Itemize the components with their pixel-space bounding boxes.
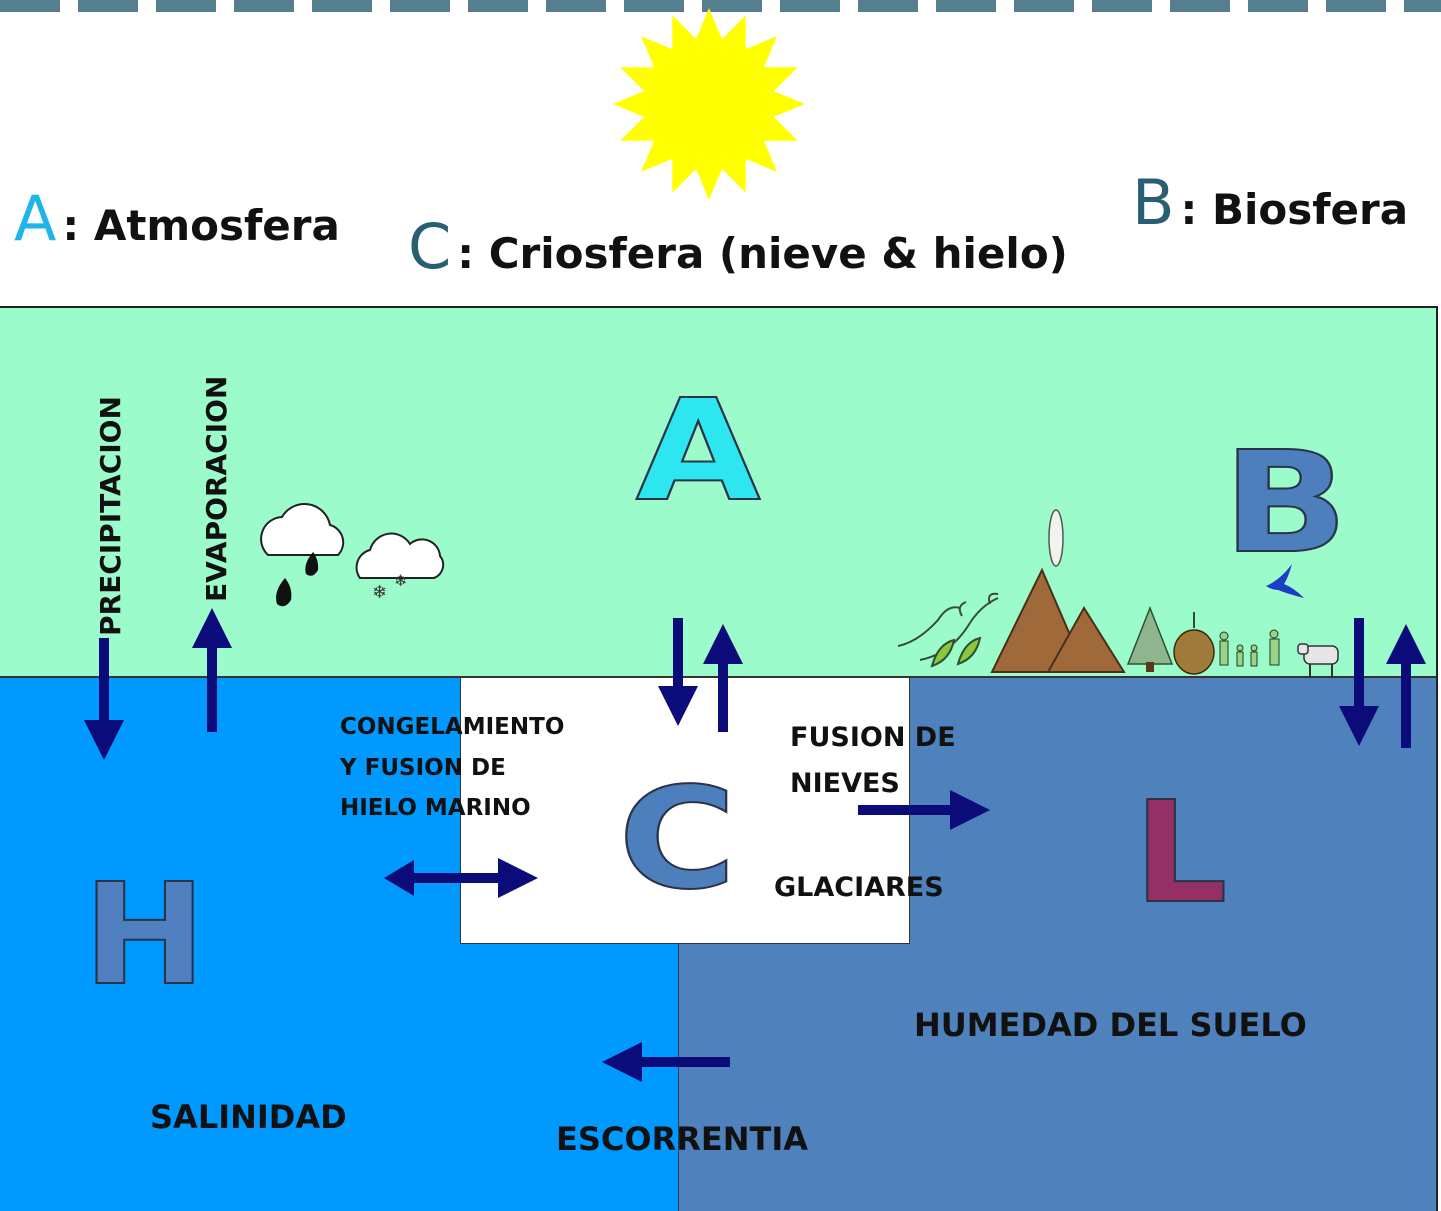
wind-plants-icon — [897, 592, 999, 668]
tree-icon — [1126, 605, 1174, 672]
biosphere-letter: B — [1221, 422, 1349, 585]
legend-biosfera: B : Biosfera — [1132, 166, 1409, 239]
label-congelamiento-2: Y FUSION DE — [340, 755, 506, 781]
legend-text-criosfera: : Criosfera (nieve & hielo) — [457, 229, 1068, 278]
sun-icon — [613, 8, 805, 200]
sun-shape — [613, 8, 805, 200]
svg-text:❄: ❄ — [394, 571, 407, 590]
atmosphere-letter: A — [635, 370, 762, 533]
label-escorrentia: ESCORRENTIA — [556, 1120, 809, 1158]
legend-letter-c: C — [408, 210, 452, 283]
sea-ice-arrowhead-left — [384, 860, 414, 896]
legend-text-biosfera: : Biosfera — [1180, 185, 1409, 234]
climate-system-diagram — [0, 306, 1438, 1211]
volcano-icon — [990, 509, 1126, 673]
svg-text:❄: ❄ — [372, 582, 387, 603]
cow-icon — [1297, 643, 1339, 676]
label-congelamiento-1: CONGELAMIENTO — [340, 714, 565, 740]
snow-cloud-icon: ❄ ❄ — [355, 532, 445, 603]
people-icon — [1219, 629, 1280, 667]
label-salinidad: SALINIDAD — [150, 1098, 347, 1136]
label-humedad: HUMEDAD DEL SUELO — [914, 1006, 1307, 1044]
label-fusion-1: FUSION DE — [790, 722, 956, 753]
legend-letter-b: B — [1132, 166, 1175, 239]
bird-icon — [1266, 564, 1304, 598]
legend-letter-a: A — [14, 182, 57, 255]
label-congelamiento-3: HIELO MARINO — [340, 795, 531, 821]
legend-text-atmosfera: : Atmosfera — [62, 201, 340, 250]
legend-criosfera: C : Criosfera (nieve & hielo) — [408, 210, 1068, 283]
cropped-title-line — [0, 0, 1441, 12]
legend-atmosfera: A : Atmosfera — [14, 182, 340, 255]
cryosphere-letter: C — [617, 758, 737, 921]
label-glaciares: GLACIARES — [774, 872, 944, 903]
rain-cloud-icon — [260, 503, 345, 607]
label-fusion-2: NIEVES — [790, 768, 900, 799]
atmosphere-region — [0, 308, 1436, 678]
bush-icon — [1173, 612, 1215, 675]
hydrosphere-letter: H — [82, 854, 207, 1017]
lithosphere-letter: L — [1133, 772, 1229, 935]
